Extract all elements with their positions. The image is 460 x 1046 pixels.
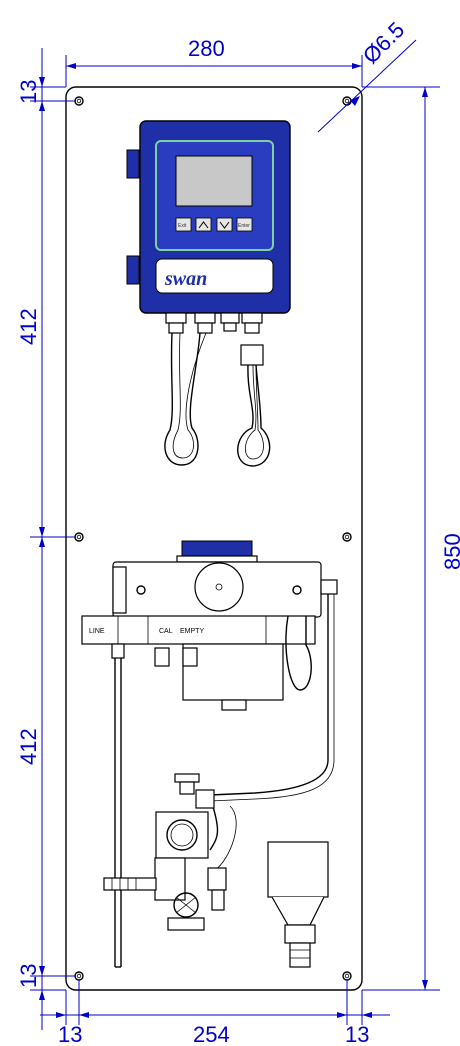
dim-bottom-right: 13 xyxy=(345,1022,369,1046)
button-enter-label: Enter xyxy=(238,223,250,229)
drain-funnel xyxy=(267,841,329,968)
cable-glands xyxy=(165,312,264,366)
dim-hole-diameter: Ø6.5 xyxy=(358,17,409,68)
dim-upper-height: 412 xyxy=(16,308,41,345)
cal-label: CAL xyxy=(159,628,173,635)
button-exit-label: Exit xyxy=(178,223,187,229)
dim-bottom-middle: 254 xyxy=(193,1022,230,1046)
brand-logo: swan xyxy=(164,268,207,290)
dimension-lines xyxy=(30,39,440,1030)
cable-loops xyxy=(164,332,271,467)
flow-cell-assembly xyxy=(81,540,338,968)
dim-top-width: 280 xyxy=(188,36,225,61)
dim-total-height: 850 xyxy=(440,533,460,570)
lower-components xyxy=(103,773,227,931)
dim-top-margin-left: 13 xyxy=(16,80,41,104)
transmitter-enclosure xyxy=(126,120,291,314)
sample-tubing xyxy=(209,594,335,871)
dim-lower-height: 412 xyxy=(16,728,41,765)
dim-bottom-margin-left: 13 xyxy=(16,964,41,988)
line-label: LINE xyxy=(89,628,105,635)
empty-label: EMPTY xyxy=(180,628,204,635)
mounting-panel xyxy=(65,86,363,991)
dim-bottom-left: 13 xyxy=(58,1022,82,1046)
